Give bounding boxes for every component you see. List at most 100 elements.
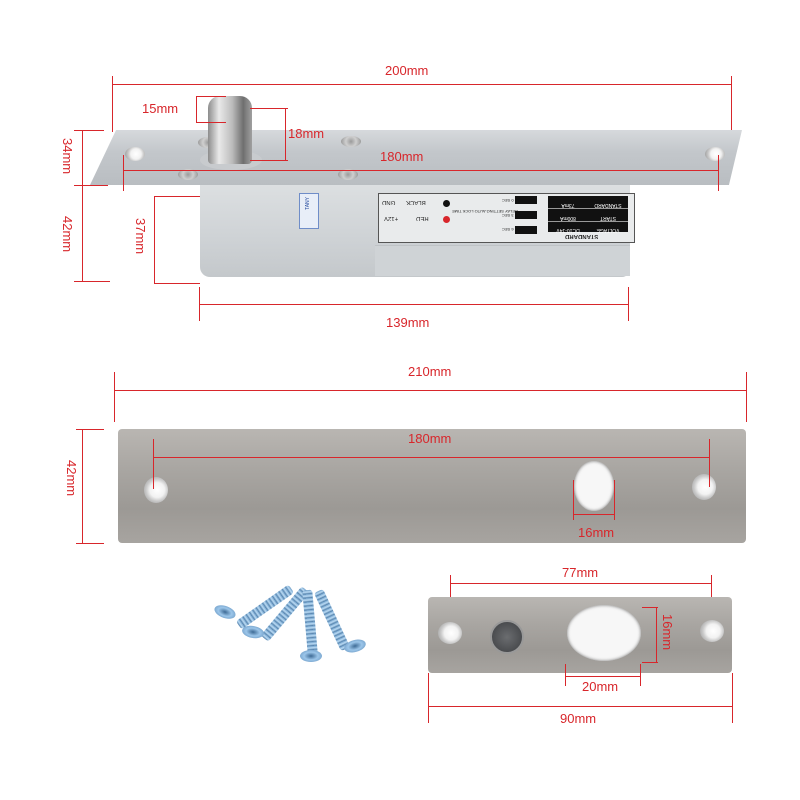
- mounting-hole-right: [705, 147, 725, 161]
- dim-line: [196, 96, 226, 97]
- dim-line: [114, 372, 115, 422]
- screw-head-icon: [338, 169, 358, 180]
- strike-plate: [118, 429, 746, 543]
- mounting-hole-right: [692, 474, 716, 500]
- spec-key: START: [600, 215, 616, 221]
- dim-line: [573, 480, 574, 520]
- dim-line: [76, 543, 104, 544]
- dim-line: [153, 439, 154, 489]
- spec-value: DC10-14V: [556, 227, 580, 233]
- dim-line: [196, 122, 226, 123]
- dim-lock-plate-height: 34mm: [60, 138, 75, 175]
- standard-title: STANDARD: [565, 233, 599, 239]
- dim-line: [250, 160, 288, 161]
- delay-option: 0 SEC: [502, 198, 514, 203]
- dim-pin-diameter: 15mm: [142, 101, 179, 116]
- dim-line: [709, 439, 710, 487]
- dip-switch-icon: [515, 196, 537, 204]
- dim-lock-body-height: 37mm: [133, 218, 148, 255]
- dim-line: [640, 664, 641, 686]
- black-wire-dot-icon: [443, 200, 450, 207]
- dip-switch-icon: [515, 226, 537, 234]
- dip-switch-icon: [515, 211, 537, 219]
- mounting-hole-left: [125, 147, 145, 161]
- dim-line: [153, 457, 710, 458]
- wire-color: RED: [416, 215, 429, 221]
- spec-key: VOLTAGE: [596, 227, 620, 233]
- screw-head-icon: [212, 602, 238, 622]
- dim-line: [199, 304, 629, 305]
- dim-line: [114, 390, 746, 391]
- dim-bolt-hole: 16mm: [578, 525, 615, 540]
- dim-line: [642, 607, 658, 608]
- delay-option: 6 SEC: [502, 227, 514, 232]
- dim-small-hole-width: 20mm: [582, 679, 619, 694]
- dim-line: [250, 108, 288, 109]
- dim-lock-total-height: 42mm: [60, 216, 75, 253]
- sticker: TANY: [299, 193, 319, 229]
- spec-table: 73mA STANDARD 800mA START DC10-14V VOLTA…: [548, 196, 628, 233]
- lock-diagram: 200mm 15mm 18mm 180mm TANY GND BLACK +12…: [0, 0, 800, 340]
- dim-line: [112, 76, 113, 132]
- dim-line: [82, 130, 83, 282]
- dim-line: [732, 673, 733, 723]
- dim-line: [450, 583, 712, 584]
- wire-color: BLACK: [406, 199, 426, 205]
- bolt-hole: [574, 461, 614, 511]
- delay-option: 3 SEC: [502, 213, 514, 218]
- strike-plate-diagram: 210mm 180mm 16mm 42mm: [0, 350, 800, 550]
- wire-signal: +12V: [384, 215, 399, 221]
- dim-line: [285, 108, 286, 160]
- dim-line: [628, 287, 629, 321]
- dim-line: [74, 185, 108, 186]
- dim-line: [731, 76, 732, 132]
- dim-line: [74, 130, 104, 131]
- dim-lock-overall-length: 200mm: [385, 63, 429, 78]
- lock-bolt-pin: [208, 96, 252, 164]
- wire-red: +12V RED: [380, 213, 470, 227]
- dim-lock-hole-spacing: 180mm: [380, 149, 424, 164]
- dim-small-hole-spacing: 77mm: [562, 565, 599, 580]
- dim-pin-height: 18mm: [288, 126, 325, 141]
- dim-line: [76, 429, 104, 430]
- dim-line: [428, 706, 733, 707]
- screw-icon: [302, 589, 318, 655]
- screw-head-icon: [341, 136, 361, 147]
- small-plate-diagram: 77mm 16mm 20mm 90mm: [410, 560, 750, 740]
- dim-line: [154, 196, 200, 197]
- dim-line: [112, 84, 732, 85]
- dim-strike-overall-length: 210mm: [408, 364, 452, 379]
- screw-icon: [313, 588, 351, 652]
- mounting-hole-left: [438, 622, 462, 644]
- screws: [200, 570, 400, 670]
- screw-head-icon: [300, 650, 322, 662]
- dim-line: [565, 676, 641, 677]
- screw-head-icon: [178, 169, 198, 180]
- sticker-text: TANY: [305, 197, 311, 210]
- dim-strike-height: 42mm: [64, 460, 79, 497]
- dim-line: [642, 662, 658, 663]
- dim-lock-body-length: 139mm: [386, 315, 430, 330]
- dim-line: [123, 170, 719, 171]
- dim-line: [123, 155, 124, 191]
- lock-body-lower: [375, 245, 630, 276]
- mounting-hole-right: [700, 620, 724, 642]
- dim-line: [199, 287, 200, 321]
- bolt-hole: [567, 605, 641, 661]
- dim-small-overall-length: 90mm: [560, 711, 597, 726]
- dim-small-hole-height: 16mm: [660, 614, 675, 651]
- dim-line: [746, 372, 747, 422]
- dim-strike-hole-spacing: 180mm: [408, 431, 452, 446]
- red-wire-dot-icon: [443, 216, 450, 223]
- dim-line: [74, 281, 110, 282]
- magnet: [490, 620, 524, 654]
- dim-line: [428, 673, 429, 723]
- dim-line: [718, 155, 719, 191]
- dim-line: [656, 607, 657, 663]
- spec-key: STANDARD: [594, 202, 622, 208]
- screw-head-icon: [241, 624, 265, 640]
- dim-line: [573, 514, 615, 515]
- dim-line: [154, 283, 200, 284]
- spec-value: 73mA: [561, 202, 575, 208]
- dim-line: [154, 196, 155, 284]
